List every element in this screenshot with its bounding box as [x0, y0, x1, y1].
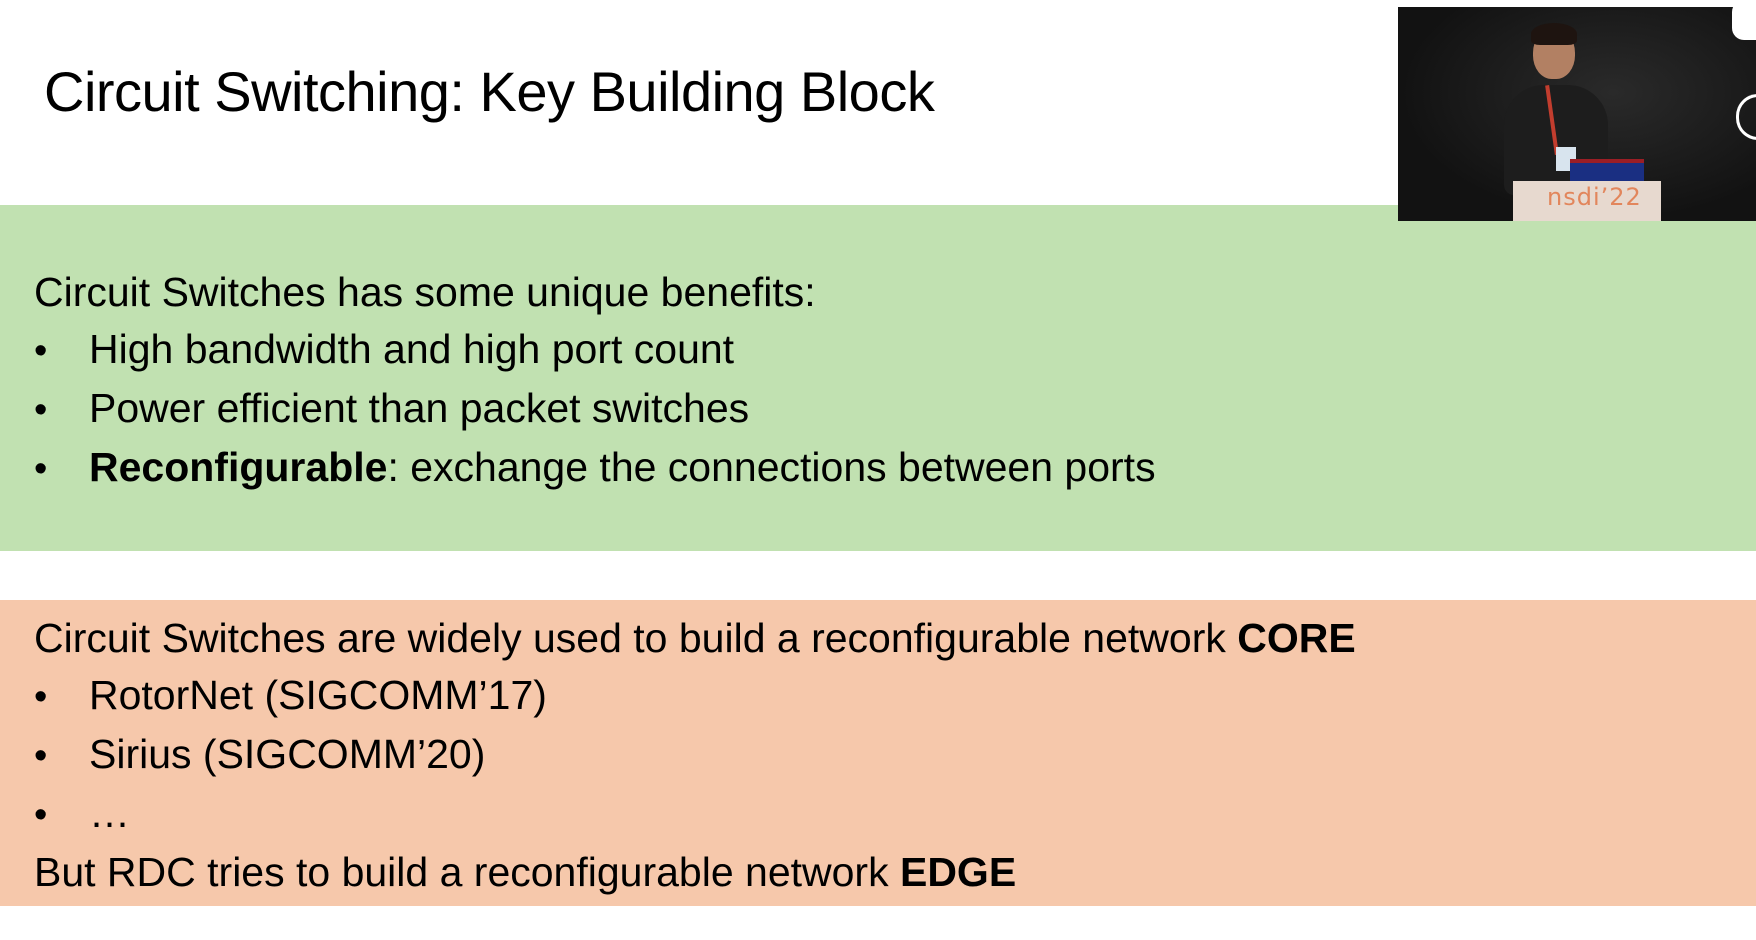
list-item-text: Sirius (SIGCOMM’20) [89, 731, 486, 777]
edge-footer-bold: EDGE [899, 849, 1017, 895]
core-edge-content: Circuit Switches are widely used to buil… [34, 610, 1356, 901]
slide-bottom-margin [0, 906, 1756, 940]
list-item: • RotorNet (SIGCOMM’17) [34, 667, 1356, 726]
core-heading-bold: CORE [1237, 615, 1356, 661]
core-edge-box [0, 600, 1756, 906]
list-item-text: … [89, 790, 130, 836]
core-heading-text: Circuit Switches are widely used to buil… [34, 615, 1238, 661]
list-item: • Reconfigurable: exchange the connectio… [34, 439, 1156, 498]
podium: nsdi’22 [1513, 181, 1661, 221]
list-item: • High bandwidth and high port count [34, 321, 1156, 380]
list-item-bold-text: Reconfigurable [89, 444, 388, 490]
speaker-webcam-video[interactable]: nsdi’22 [1398, 7, 1756, 221]
list-item-text: : exchange the connections between ports [387, 444, 1156, 490]
bullet-icon: • [34, 330, 48, 372]
podium-logo-text: nsdi’22 [1547, 183, 1642, 211]
edge-footer-text: But RDC tries to build a reconfigurable … [34, 849, 900, 895]
chat-icon[interactable] [1732, 0, 1756, 40]
bullet-icon: • [34, 735, 48, 777]
bullet-icon: • [34, 448, 48, 490]
laptop-icon [1570, 159, 1644, 185]
benefits-content: Circuit Switches has some unique benefit… [34, 264, 1156, 498]
bullet-icon: • [34, 794, 48, 836]
core-heading: Circuit Switches are widely used to buil… [34, 610, 1356, 667]
list-item: • Sirius (SIGCOMM’20) [34, 726, 1356, 785]
list-item-text: High bandwidth and high port count [89, 326, 735, 372]
slide-title: Circuit Switching: Key Building Block [44, 60, 935, 123]
benefits-heading: Circuit Switches has some unique benefit… [34, 269, 816, 315]
player-controls [1726, 0, 1756, 140]
list-item-text: Power efficient than packet switches [89, 385, 750, 431]
list-item: • Power efficient than packet switches [34, 380, 1156, 439]
bullet-icon: • [34, 389, 48, 431]
list-item-text: RotorNet (SIGCOMM’17) [89, 672, 547, 718]
benefits-box [0, 205, 1756, 551]
bullet-icon: • [34, 676, 48, 718]
list-item: • … [34, 785, 1356, 844]
clock-icon[interactable] [1736, 94, 1756, 140]
edge-footer: But RDC tries to build a reconfigurable … [34, 844, 1356, 901]
speaker-hair [1531, 23, 1577, 45]
